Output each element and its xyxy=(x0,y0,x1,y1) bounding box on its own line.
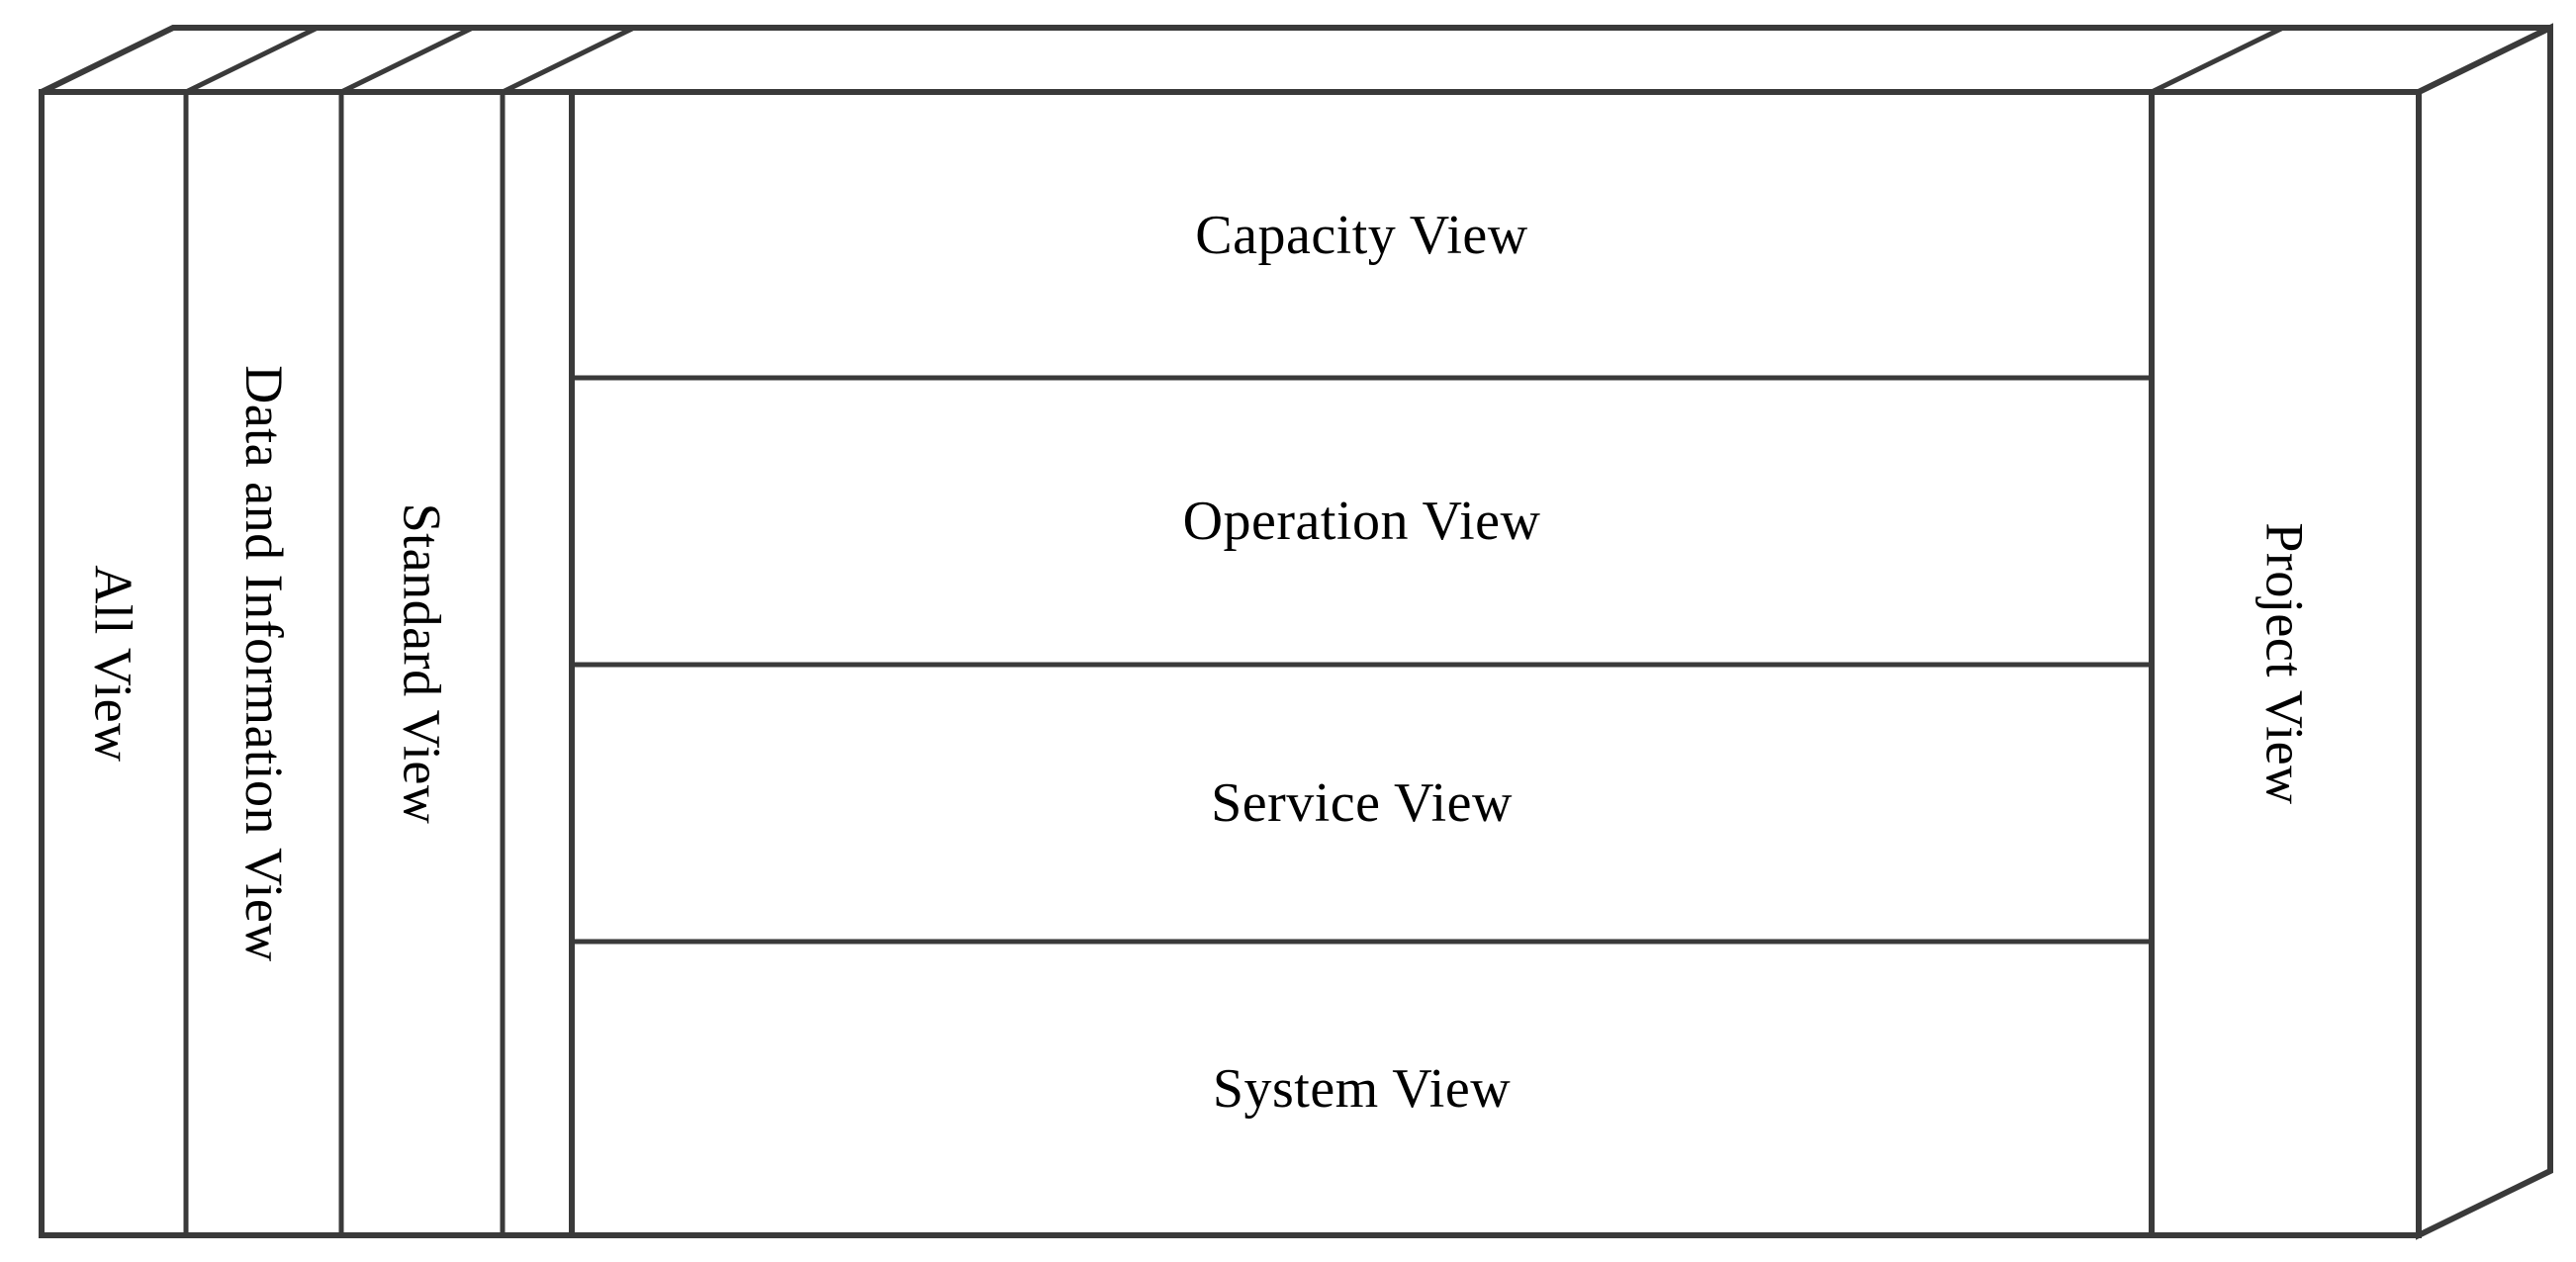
cell-operation-view[interactable]: Operation View xyxy=(572,378,2152,665)
cell-project-view-label: Project View xyxy=(2255,522,2316,805)
cell-all-view[interactable]: All View xyxy=(42,92,186,1235)
cell-standard-view-label: Standard View xyxy=(392,502,452,825)
right-face xyxy=(2419,28,2550,1235)
cell-data-and-information-view[interactable]: Data and Information View xyxy=(186,92,341,1235)
cell-system-view-label: System View xyxy=(1212,1057,1512,1120)
top-face-divider-1 xyxy=(184,25,320,95)
cell-data-and-information-view-label: Data and Information View xyxy=(233,365,294,962)
cell-capacity-view[interactable]: Capacity View xyxy=(572,92,2152,378)
cell-project-view[interactable]: Project View xyxy=(2152,92,2419,1235)
cell-service-view[interactable]: Service View xyxy=(572,665,2152,942)
cell-all-view-label: All View xyxy=(84,565,143,763)
top-face xyxy=(42,28,2550,92)
top-face-divider-3 xyxy=(501,25,636,95)
top-face-divider-4 xyxy=(2150,25,2285,95)
cell-operation-view-label: Operation View xyxy=(1182,491,1541,552)
cell-service-view-label: Service View xyxy=(1211,772,1513,834)
cell-standard-view[interactable]: Standard View xyxy=(341,92,503,1235)
top-face-divider-2 xyxy=(339,25,475,95)
cell-system-view[interactable]: System View xyxy=(572,942,2152,1235)
cell-capacity-view-label: Capacity View xyxy=(1195,204,1528,266)
front-face-outline xyxy=(39,89,2422,1238)
